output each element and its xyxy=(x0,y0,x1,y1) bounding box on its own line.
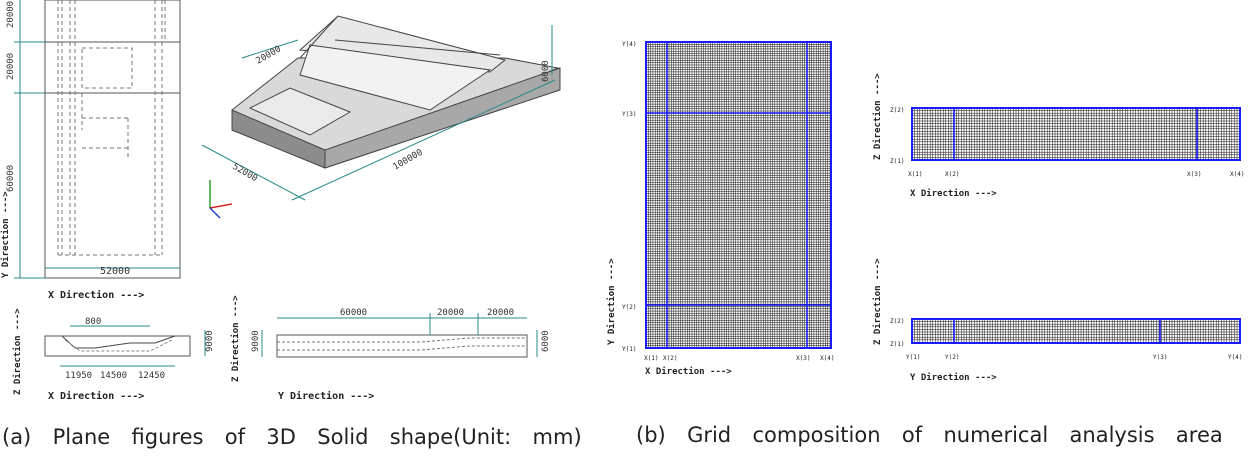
long-dim-1: 60000 xyxy=(340,308,367,318)
grid-lines xyxy=(911,107,1240,161)
xz-x-label-3: X(3) xyxy=(1187,171,1201,178)
iso-dim-h: 6000 xyxy=(541,60,551,82)
xz-x-label-1: X(1) xyxy=(908,171,922,178)
isometric-view xyxy=(231,15,561,169)
sec-dim-h: 9000 xyxy=(205,330,215,352)
main-x-label-1: X(1) xyxy=(644,355,658,362)
xz-x-direction-label: X Direction ---> xyxy=(910,188,997,199)
plan-x-direction-label: X Direction ---> xyxy=(48,289,144,301)
xz-z-direction-label: Z Direction ---> xyxy=(872,73,883,160)
long-dim-h: 9000 xyxy=(251,330,261,352)
yz-y-label-1: Y(1) xyxy=(906,354,920,361)
grid-boundary xyxy=(911,318,1241,344)
longitudinal-section-view xyxy=(261,313,538,358)
caption-b: (b) Grid composition of numerical analys… xyxy=(636,423,1223,447)
main-y-label-3: Y(3) xyxy=(622,111,636,118)
dim-top1: 20000 xyxy=(6,1,16,28)
long-dim-h2: 6000 xyxy=(541,330,551,352)
yz-y-direction-label: Y Direction ---> xyxy=(910,372,997,383)
sec-dim-b1: 11950 xyxy=(65,371,92,381)
caption-a: (a) Plane figures of 3D Solid shape(Unit… xyxy=(2,425,582,449)
xz-x-label-2: X(2) xyxy=(945,171,959,178)
grid-boundary xyxy=(645,41,832,349)
long-y-direction-label: Y Direction ---> xyxy=(278,390,374,402)
axis-triad-icon xyxy=(209,180,233,219)
dim-left: 60000 xyxy=(6,165,16,192)
cross-section-view xyxy=(44,325,206,367)
dim-top2: 20000 xyxy=(6,53,16,80)
long-z-direction-label: Z Direction ---> xyxy=(230,295,241,382)
xz-x-label-4: X(4) xyxy=(1230,171,1244,178)
yz-y-label-4: Y(4) xyxy=(1228,354,1242,361)
main-y-label-4: Y(4) xyxy=(622,41,636,48)
main-y-label-2: Y(2) xyxy=(622,304,636,311)
main-y-label-1: Y(1) xyxy=(622,346,636,353)
iso-dim-b: 52000 xyxy=(231,162,259,184)
main-grid xyxy=(645,41,832,349)
yz-z-direction-label: Z Direction ---> xyxy=(872,258,883,345)
sec-z-direction-label: Z Direction ---> xyxy=(12,308,23,395)
xz-z-label-1: Z(1) xyxy=(890,158,904,165)
sec-x-direction-label: X Direction ---> xyxy=(48,390,144,402)
iso-dim-c: 100000 xyxy=(392,148,425,173)
main-x-label-4: X(4) xyxy=(820,355,834,362)
main-x-direction-label: X Direction ---> xyxy=(645,366,732,377)
sec-dim-top: 800 xyxy=(85,317,101,327)
main-x-label-2: X(2) xyxy=(663,355,677,362)
yz-z-label-1: Z(1) xyxy=(890,341,904,348)
dim-width: 52000 xyxy=(100,266,130,277)
xz-grid xyxy=(911,107,1241,161)
long-dim-2: 20000 xyxy=(437,308,464,318)
plan-y-direction-label: Y Direction ---> xyxy=(0,191,11,278)
sec-dim-b2: 14500 xyxy=(100,371,127,381)
yz-grid xyxy=(911,318,1241,344)
sec-dim-b3: 12450 xyxy=(138,371,165,381)
yz-y-label-3: Y(3) xyxy=(1153,354,1167,361)
iso-dim-a: 20000 xyxy=(255,44,283,66)
plan-view xyxy=(14,0,181,279)
yz-y-label-2: Y(2) xyxy=(945,354,959,361)
main-x-label-3: X(3) xyxy=(796,355,810,362)
grid-boundary xyxy=(911,107,1241,161)
long-dim-3: 20000 xyxy=(487,308,514,318)
yz-z-label-2: Z(2) xyxy=(890,318,904,325)
main-y-direction-label: Y Direction ---> xyxy=(606,258,617,345)
xz-z-label-2: Z(2) xyxy=(890,107,904,114)
